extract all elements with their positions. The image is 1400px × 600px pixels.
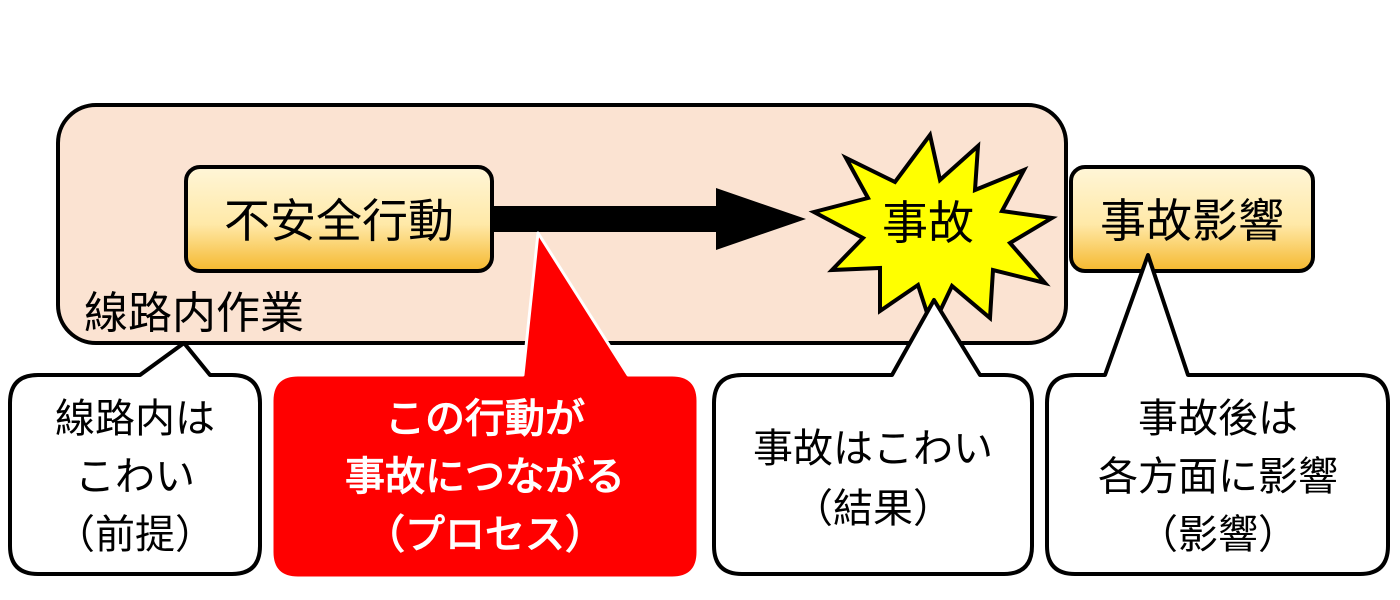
process-line-3: （プロセス） [365,512,605,558]
arrow-shaft [492,206,724,232]
process-line-1: この行動が [385,396,585,442]
unsafe-action-label: 不安全行動 [224,194,454,248]
process-callout [270,231,700,580]
result-line-2: （結果） [793,486,953,532]
result-line-1: 事故はこわい [753,426,993,472]
influence-line-3: （影響） [1138,512,1298,558]
process-line-2: 事故につながる [345,454,625,500]
influence-callout [1045,253,1390,576]
premise-line-2: こわい [75,454,195,500]
influence-line-2: 各方面に影響 [1098,454,1338,500]
accident-label: 事故 [882,196,974,250]
premise-line-1: 線路内は [55,396,215,442]
accident-impact-label: 事故影響 [1100,194,1284,248]
premise-callout [8,341,262,576]
arrow-head [716,188,806,250]
accident-impact-box [1069,165,1315,273]
accident-burst-shape [808,130,1058,334]
result-callout [712,298,1034,576]
influence-line-1: 事故後は [1138,396,1298,442]
premise-line-3: （前提） [55,512,215,558]
work-zone-label: 線路内作業 [84,288,304,339]
